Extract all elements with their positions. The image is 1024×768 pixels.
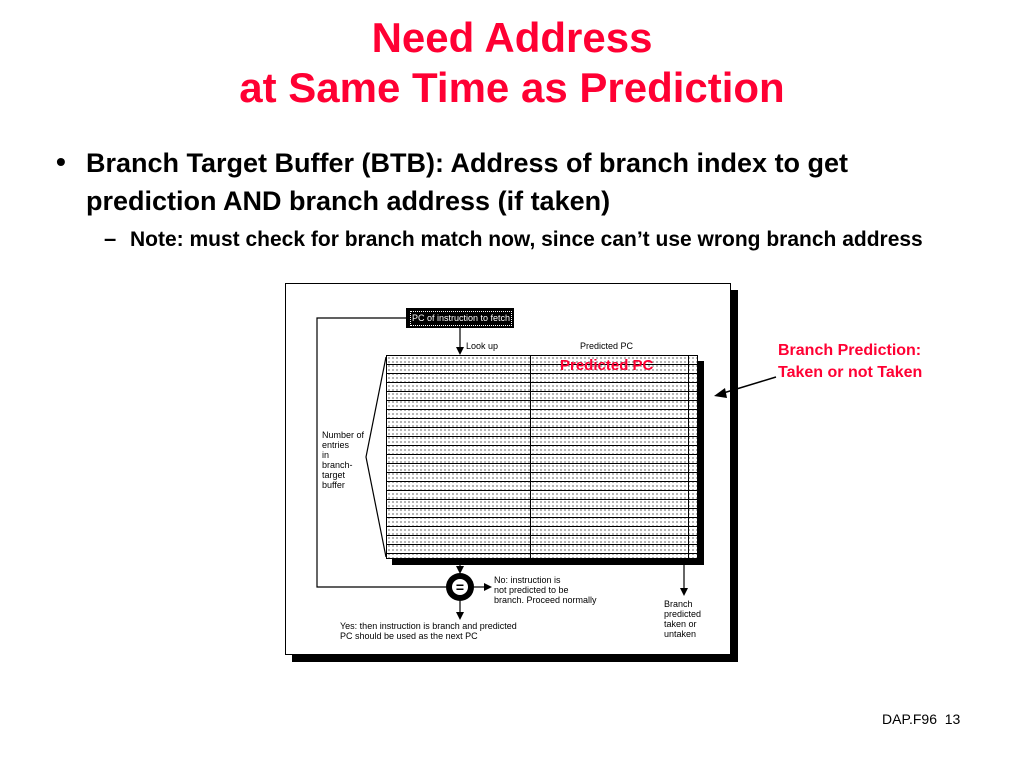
callout-branch-prediction: Branch Prediction: Taken or not Taken <box>778 340 922 384</box>
branch-target-buffer <box>386 355 698 559</box>
slide-title-line-2: at Same Time as Prediction <box>239 64 785 111</box>
callout-arrowhead <box>714 388 727 398</box>
no-arrowhead <box>484 583 492 591</box>
loop-line <box>316 317 446 588</box>
slide-footer: DAP.F96 13 <box>882 711 961 727</box>
bullet-marker: • <box>56 146 66 177</box>
pc-box <box>406 308 514 328</box>
compare-arrowhead <box>456 566 464 574</box>
prediction-arrowhead <box>680 588 688 596</box>
bullet-btb: Branch Target Buffer (BTB): Address of b… <box>86 148 849 216</box>
yes-path-label: Yes: then instruction is branch and pred… <box>340 621 517 641</box>
comparator-symbol: = <box>452 579 468 595</box>
entries-label: Number of entries in branch- target buff… <box>322 430 365 490</box>
slide-title-line-1: Need Address <box>371 14 653 61</box>
sub-bullet-marker: – <box>104 226 117 251</box>
predicted-pc-small-label: Predicted PC <box>580 341 634 351</box>
no-path-label: No: instruction is not predicted to be b… <box>494 575 597 605</box>
callout-arrow <box>719 376 777 395</box>
predicted-pc-label: Predicted PC <box>560 357 654 374</box>
branch-predicted-label: Branch predicted taken or untaken <box>664 599 702 639</box>
callout-text: Branch Prediction: Taken or not Taken <box>778 342 923 381</box>
entries-brace <box>365 356 387 558</box>
btb-column-divider <box>530 355 531 559</box>
sub-bullet-note: Note: must check for branch match now, s… <box>130 228 923 251</box>
lookup-label: Look up <box>466 341 499 351</box>
lookup-arrowhead <box>456 347 464 355</box>
btb-prediction-divider <box>688 355 689 559</box>
pc-box-label: PC of instruction to fetch <box>410 311 512 326</box>
yes-arrowhead <box>456 612 464 620</box>
